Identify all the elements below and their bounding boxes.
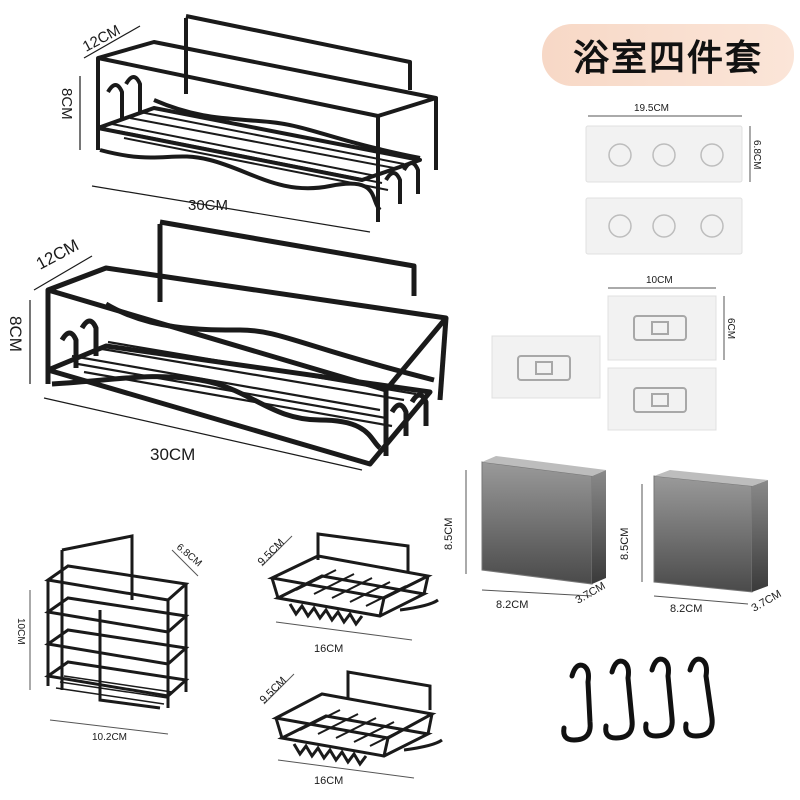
pad-width-label: 10CM [646,275,673,286]
cup1-width-label: 8.2CM [496,599,528,611]
shelf2-width-label: 30CM [150,445,195,464]
soap-dish-1: 9.5CM 16CM [256,532,439,655]
adhesive-hook-pads: 10CM 6CM [491,275,736,431]
cup-2: 8.5CM 8.2CM 3.7CM [619,470,784,615]
pad-height-label: 6CM [725,318,736,339]
page-title: 浴室四件套 [572,38,763,79]
soap-dish-2: 9.5CM 16CM [258,670,443,787]
cup-1: 8.5CM 8.2CM 3.7CM [443,456,608,611]
s-hook-icon [561,656,715,743]
large-shelf-2: 12CM 8CM 30CM [6,219,449,471]
strip-width-label: 19.5CM [634,103,669,114]
shelf1-height-label: 8CM [58,88,75,120]
shelf2-height-label: 8CM [6,316,25,352]
cup2-width-label: 8.2CM [670,603,702,615]
adhesive-strips: 19.5CM 6.8CM [585,103,762,255]
strip-height-label: 6.8CM [751,140,762,169]
soap2-depth-label: 9.5CM [258,675,289,706]
large-shelf-1: 12CM 8CM 30CM [58,14,438,233]
holder-width-label: 10.2CM [92,732,127,743]
shelf2-depth-label: 12CM [33,235,82,273]
small-holder: 10CM 6.8CM 10.2CM [15,534,204,743]
cup1-height-label: 8.5CM [443,518,455,550]
holder-height-label: 10CM [15,618,26,645]
soap2-width-label: 16CM [314,775,343,787]
soap1-depth-label: 9.5CM [256,537,287,568]
holder-depth-label: 6.8CM [174,542,204,569]
title-badge: 浴室四件套 [542,24,794,86]
shelf1-depth-label: 12CM [80,22,123,56]
shelf1-width-label: 30CM [188,197,228,214]
soap1-width-label: 16CM [314,643,343,655]
cup2-depth-label: 3.7CM [750,588,784,615]
cup2-height-label: 8.5CM [619,528,631,560]
